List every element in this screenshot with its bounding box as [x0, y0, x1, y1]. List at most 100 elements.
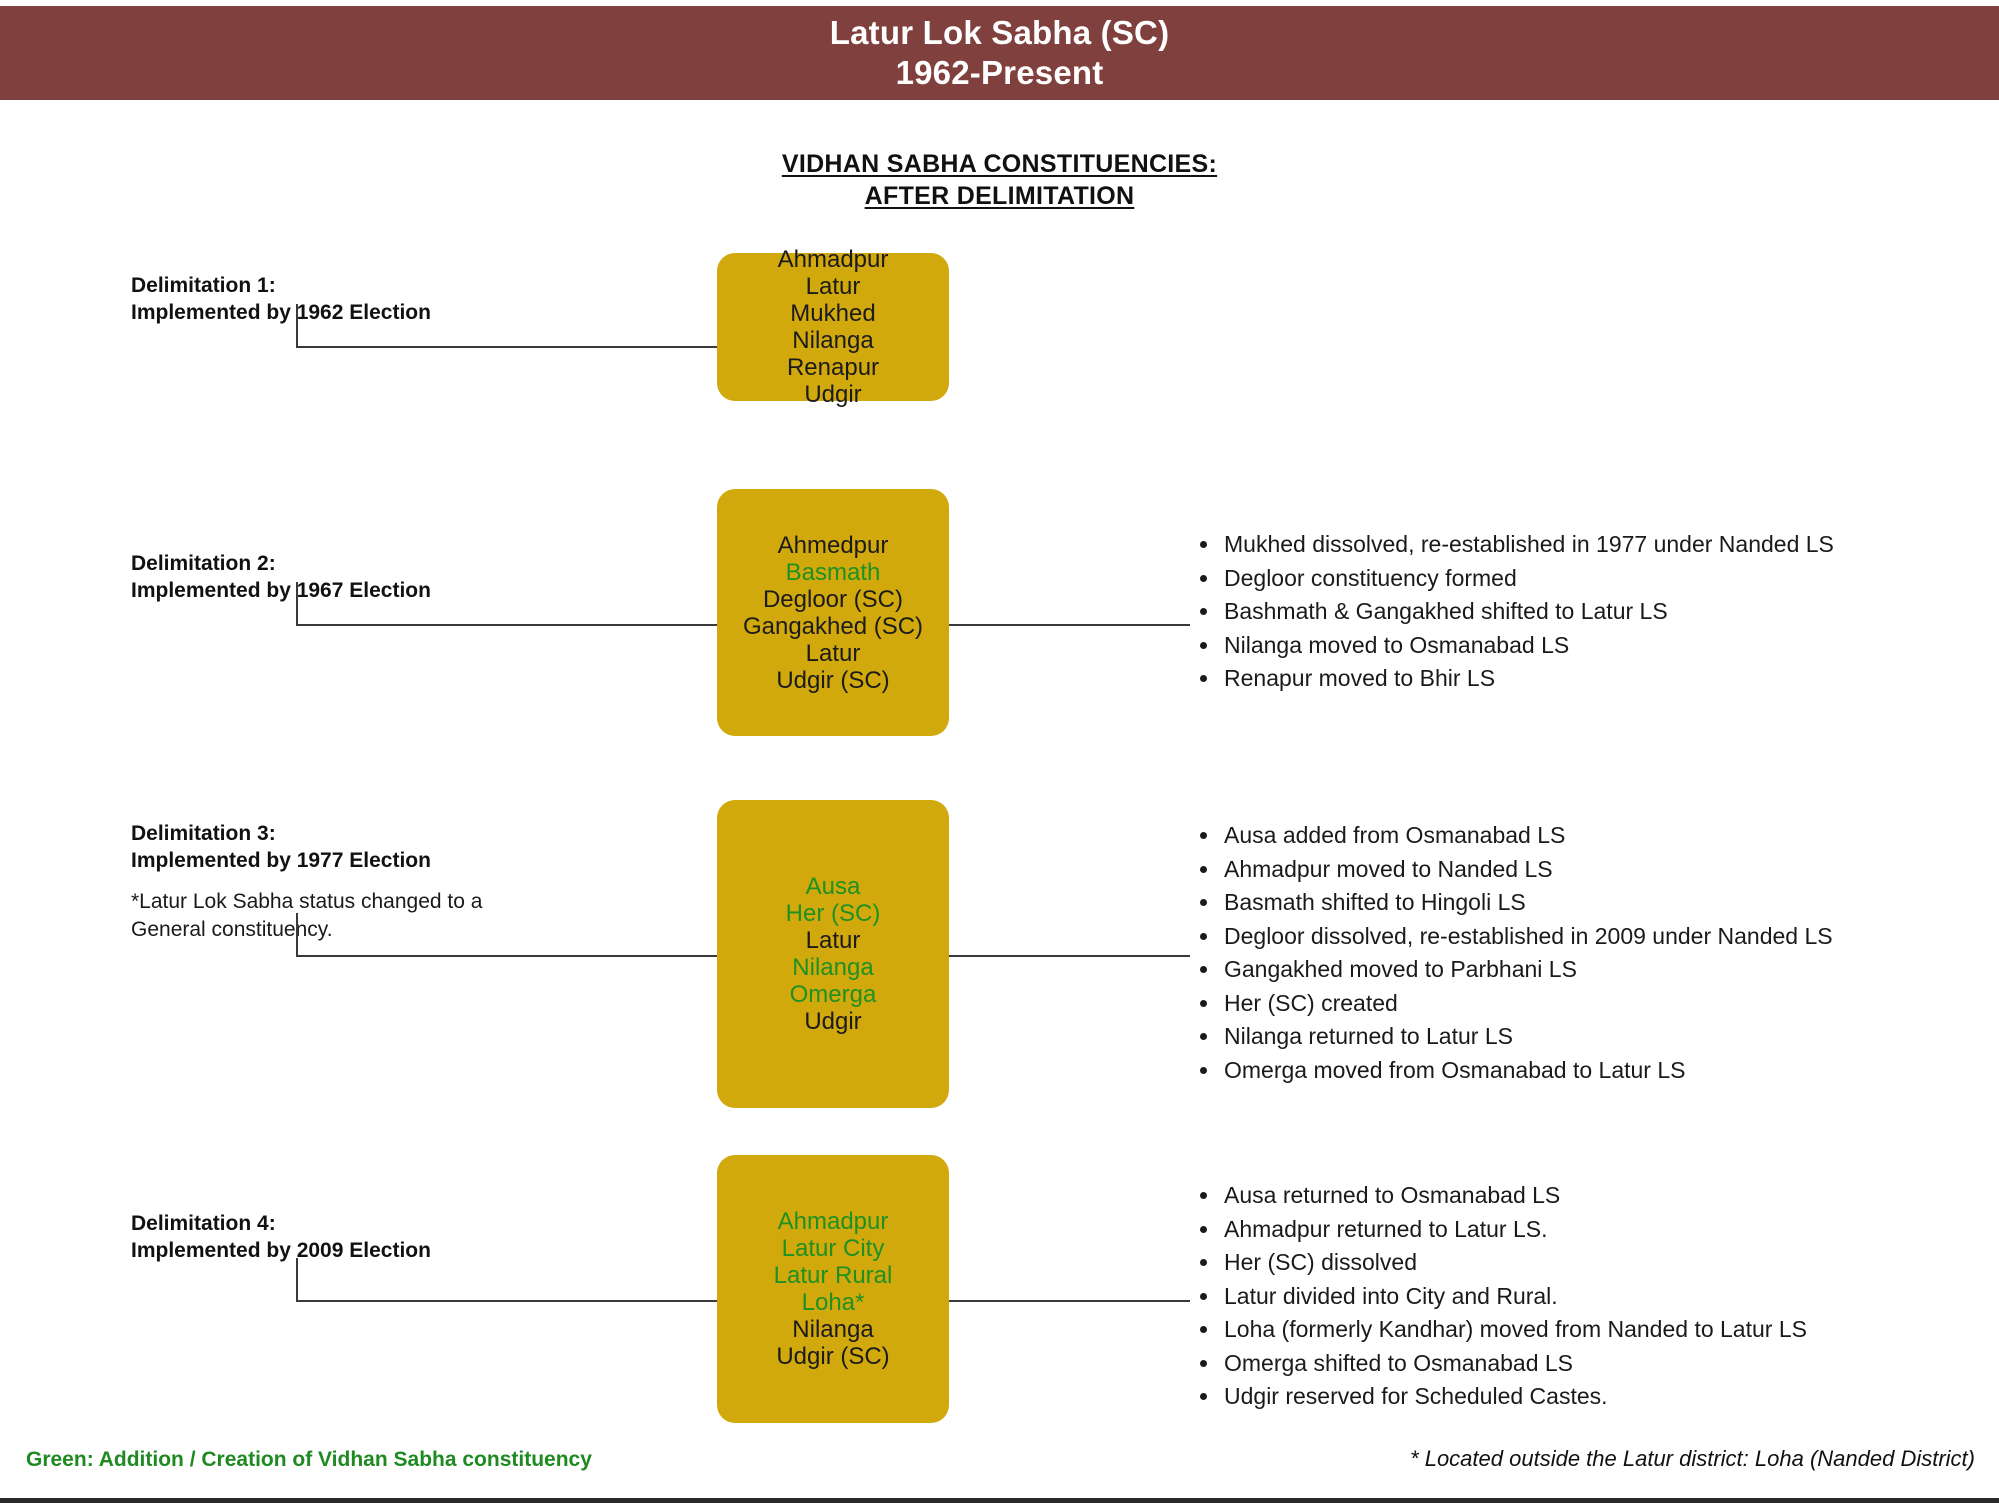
- connector-stub-4: [296, 1258, 298, 1302]
- constituency-item: Ahmedpur: [777, 531, 889, 559]
- bullet-dot-icon: [1200, 1033, 1207, 1040]
- connector-stub-3: [296, 913, 298, 957]
- change-bullet: Bashmath & Gangakhed shifted to Latur LS: [1196, 595, 1976, 629]
- change-bullet: Nilanga returned to Latur LS: [1196, 1020, 1976, 1054]
- connector-stub-2: [296, 582, 298, 626]
- delimitation-note-3: *Latur Lok Sabha status changed to a Gen…: [131, 890, 483, 941]
- change-bullet: Omerga moved from Osmanabad to Latur LS: [1196, 1054, 1976, 1088]
- connector-line-left-4: [296, 1300, 717, 1302]
- subtitle-block: VIDHAN SABHA CONSTITUENCIES: AFTER DELIM…: [0, 148, 1999, 212]
- change-bullet: Basmath shifted to Hingoli LS: [1196, 886, 1976, 920]
- change-bullet: Nilanga moved to Osmanabad LS: [1196, 629, 1976, 663]
- constituency-item: Udgir (SC): [776, 666, 890, 694]
- constituency-item: Ahmadpur: [777, 246, 889, 273]
- bullet-dot-icon: [1200, 574, 1207, 582]
- change-bullet-text: Udgir reserved for Scheduled Castes.: [1224, 1383, 1608, 1409]
- constituency-item: Latur City: [781, 1235, 885, 1262]
- constituency-item: Gangakhed (SC): [742, 612, 924, 640]
- change-bullet-text: Basmath shifted to Hingoli LS: [1224, 889, 1526, 915]
- change-bullet-text: Mukhed dissolved, re-established in 1977…: [1224, 531, 1834, 557]
- change-bullet-text: Gangakhed moved to Parbhani LS: [1224, 956, 1577, 982]
- header-banner: Latur Lok Sabha (SC) 1962-Present: [0, 6, 1999, 100]
- change-bullet-text: Omerga shifted to Osmanabad LS: [1224, 1349, 1574, 1376]
- connector-line-right-3: [949, 955, 1190, 957]
- constituency-item: Udgir: [804, 381, 862, 408]
- bullet-dot-icon: [1200, 1259, 1207, 1266]
- bullet-dot-icon: [1200, 865, 1207, 873]
- change-bullet-text: Nilanga returned to Latur LS: [1224, 1023, 1513, 1049]
- change-bullet-text: Her (SC) dissolved: [1224, 1249, 1417, 1275]
- constituency-item: Renapur: [786, 354, 880, 381]
- change-bullet-text: Degloor constituency formed: [1224, 564, 1517, 591]
- changes-list-3: Ausa added from Osmanabad LS Ahmadpur mov…: [1196, 819, 1976, 1087]
- change-bullet: Ahmadpur returned to Latur LS.: [1196, 1213, 1976, 1247]
- bullet-dot-icon: [1200, 608, 1207, 615]
- connector-line-left-3: [296, 955, 717, 957]
- delimitation-election-3: Implemented by 1977 Election: [131, 849, 431, 872]
- change-bullet-text: Degloor dissolved, re-established in 200…: [1224, 922, 1833, 949]
- delimitation-label-1: Delimitation 1: Implemented by 1962 Elect…: [131, 272, 651, 326]
- delimitation-title-3: Delimitation 3:: [131, 822, 276, 845]
- bullet-dot-icon: [1200, 641, 1207, 649]
- constituency-item: Ausa: [805, 873, 861, 900]
- connector-line-right-4: [949, 1300, 1190, 1302]
- bullet-dot-icon: [1200, 1225, 1207, 1233]
- constituency-item: Omerga: [789, 981, 877, 1008]
- bullet-dot-icon: [1200, 1292, 1207, 1300]
- subtitle-line1: VIDHAN SABHA CONSTITUENCIES:: [781, 150, 1218, 178]
- change-bullet: Latur divided into City and Rural.: [1196, 1280, 1976, 1314]
- constituency-item: Nilanga: [792, 1316, 874, 1343]
- page-title-line2: 1962-Present: [895, 54, 1104, 91]
- changes-list-2: Mukhed dissolved, re-established in 1977…: [1196, 528, 1976, 696]
- connector-line-right-2: [949, 624, 1190, 626]
- delimitation-election-1: Implemented by 1962 Election: [131, 301, 431, 324]
- constituency-item: Udgir (SC): [776, 1343, 890, 1370]
- connector-line-left-2: [296, 624, 717, 626]
- change-bullet: Degloor constituency formed: [1196, 562, 1976, 596]
- bullet-dot-icon: [1200, 932, 1207, 940]
- constituency-item: Loha*: [801, 1289, 865, 1316]
- bullet-dot-icon: [1200, 1393, 1207, 1400]
- change-bullet: Ausa added from Osmanabad LS: [1196, 819, 1976, 853]
- bullet-dot-icon: [1200, 899, 1207, 906]
- change-bullet: Her (SC) dissolved: [1196, 1246, 1976, 1280]
- delimitation-title-1: Delimitation 1:: [131, 274, 276, 297]
- delimitation-title-2: Delimitation 2:: [131, 552, 276, 575]
- constituency-item: Latur Rural: [773, 1262, 893, 1289]
- connector-stub-1: [296, 304, 298, 348]
- change-bullet: Degloor dissolved, re-established in 200…: [1196, 920, 1976, 954]
- bullet-dot-icon: [1200, 1192, 1207, 1199]
- subtitle-line2: AFTER DELIMITATION: [864, 182, 1135, 210]
- change-bullet-text: Ausa added from Osmanabad LS: [1224, 822, 1566, 848]
- constituency-item: Mukhed: [790, 300, 876, 327]
- change-bullet: Loha (formerly Kandhar) moved from Nande…: [1196, 1313, 1976, 1347]
- footnote-outside-district: * Located outside the Latur district: Lo…: [1410, 1446, 1975, 1471]
- change-bullet: Ahmadpur moved to Nanded LS: [1196, 853, 1976, 887]
- bullet-dot-icon: [1200, 541, 1207, 548]
- change-bullet-text: Ahmadpur returned to Latur LS.: [1224, 1215, 1548, 1242]
- change-bullet-text: Omerga moved from Osmanabad to Latur LS: [1224, 1056, 1686, 1083]
- change-bullet-text: Her (SC) created: [1224, 989, 1398, 1016]
- bullet-dot-icon: [1200, 966, 1207, 973]
- change-bullet: Gangakhed moved to Parbhani LS: [1196, 953, 1976, 987]
- constituency-item: Basmath: [785, 558, 881, 586]
- delimitation-label-2: Delimitation 2:Implemented by 1967 Elect…: [131, 550, 651, 604]
- change-bullet-text: Nilanga moved to Osmanabad LS: [1224, 631, 1570, 658]
- connector-line-left-1: [296, 346, 717, 348]
- delimitation-label-3: Delimitation 3: Implemented by 1977 Elect…: [131, 820, 651, 944]
- constituency-item: Nilanga: [792, 954, 874, 981]
- change-bullet-text: Bashmath & Gangakhed shifted to Latur LS: [1224, 598, 1668, 624]
- constituency-item: Latur: [805, 927, 861, 954]
- change-bullet-text: Ahmadpur moved to Nanded LS: [1224, 855, 1553, 882]
- constituency-item: Ahmadpur: [777, 1208, 889, 1235]
- constituency-item: Udgir: [804, 1008, 862, 1035]
- change-bullet: Udgir reserved for Scheduled Castes.: [1196, 1380, 1976, 1414]
- delimitation-label-4: Delimitation 4:Implemented by 2009 Elect…: [131, 1210, 651, 1264]
- delimitation-election-4: Implemented by 2009 Election: [131, 1239, 431, 1262]
- change-bullet: Her (SC) created: [1196, 987, 1976, 1021]
